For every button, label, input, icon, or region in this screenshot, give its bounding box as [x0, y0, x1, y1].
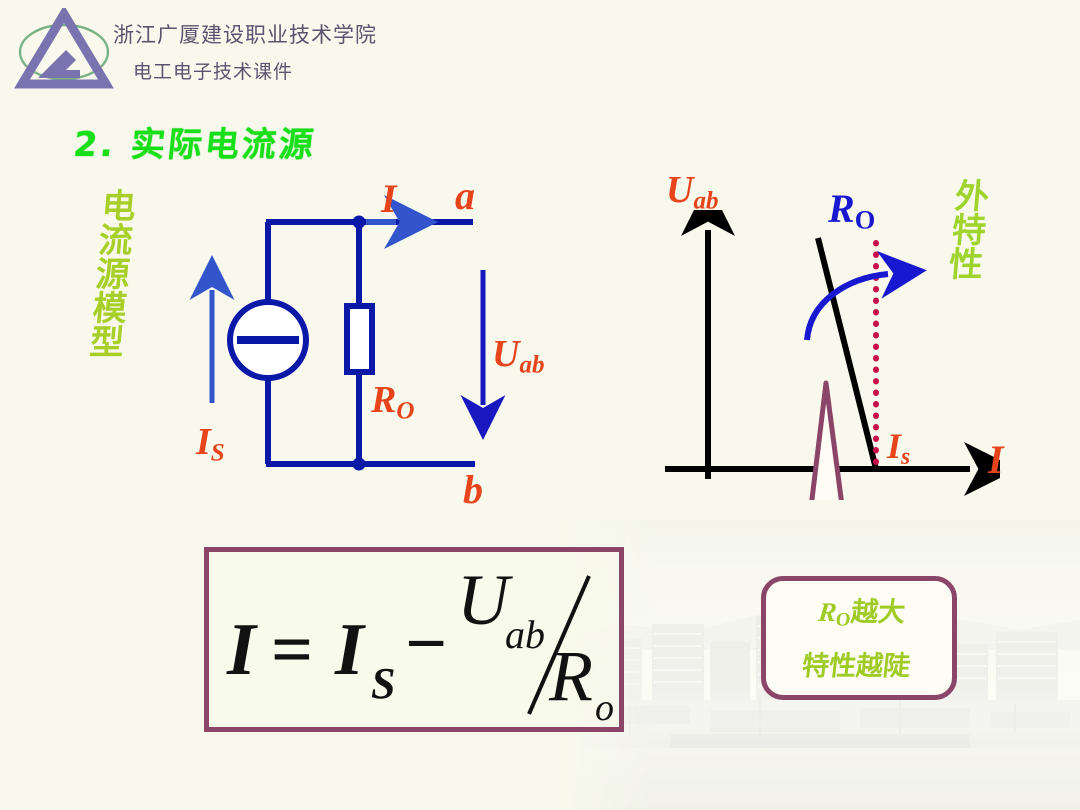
node-dot-bottom [352, 457, 366, 471]
label-voltage-uab-main: U [492, 333, 520, 375]
label-current-I-text: I [381, 176, 397, 221]
callout-pointer-tail [809, 380, 844, 500]
formula-minus: − [405, 603, 447, 685]
callout-text: RO越大 特性越陡 [761, 589, 958, 690]
label-current-I: I [381, 175, 397, 222]
label-source-current-is-sub: S [210, 439, 225, 467]
label-source-current-is-main: I [196, 421, 211, 463]
callout-line-1-rest: 越大 [849, 597, 907, 628]
graph-y-axis-label: Uab [666, 168, 719, 215]
graph-x-axis-label: I [988, 436, 1004, 483]
formula-expression: I = I S − U ab R o [226, 560, 614, 727]
label-terminal-a-text: a [455, 173, 475, 218]
left-vertical-label: 电流源模型 [78, 188, 140, 368]
formula-slash [527, 575, 591, 715]
label-resistance-ro-sub: O [396, 397, 415, 425]
label-terminal-a: a [455, 172, 475, 219]
slope-trend-arrow-icon [804, 250, 927, 341]
callout-bubble: RO越大 特性越陡 [761, 576, 957, 700]
current-source-circuit-diagram [189, 195, 506, 471]
slide-header: 浙江广厦建设职业技术学院 电工电子技术课件 [0, 0, 1080, 100]
label-terminal-b-text: b [463, 467, 483, 512]
formula-denominator: R [548, 636, 593, 716]
label-source-current-is: IS [196, 420, 225, 467]
formula-term1-sub: S [371, 659, 395, 708]
graph-is-label-main: I [887, 426, 902, 466]
label-resistance-ro: RO [371, 378, 414, 425]
left-vertical-label-text: 电流源模型 [82, 188, 137, 358]
graph-ro-label: RO [828, 185, 875, 236]
graph-y-axis-label-main: U [666, 169, 694, 211]
formula-term1: I [334, 609, 366, 691]
graph-is-label: Is [887, 425, 910, 471]
graph-x-axis-label-text: I [988, 437, 1004, 482]
graph-y-axis-label-sub: ab [693, 187, 719, 215]
page-title: 2. 实际电流源 [71, 125, 319, 165]
institution-name: 浙江广厦建设职业技术学院 [113, 23, 377, 47]
node-dot-top [352, 215, 366, 229]
institution-logo-icon [14, 8, 114, 89]
callout-line-1: RO越大 [766, 589, 958, 644]
formula-box: I = I S − U ab R o [204, 547, 624, 732]
label-resistance-ro-main: R [371, 379, 397, 421]
callout-line-2: 特性越陡 [800, 650, 912, 682]
formula-equals: = [271, 609, 313, 691]
formula-lhs: I [226, 609, 258, 691]
formula-numerator-sub: ab [505, 612, 545, 657]
resistor-icon [344, 303, 375, 375]
label-terminal-b: b [463, 466, 483, 513]
graph-is-label-sub: s [901, 443, 911, 470]
characteristic-line [815, 237, 879, 470]
graph-ro-label-sub: O [854, 204, 876, 235]
formula-denominator-sub: o [595, 687, 614, 727]
label-voltage-uab-sub: ab [519, 351, 545, 379]
external-characteristic-graph [665, 210, 1000, 500]
course-name: 电工电子技术课件 [133, 61, 294, 83]
label-voltage-uab: Uab [492, 332, 545, 379]
formula-numerator: U [457, 560, 513, 640]
graph-ro-label-main: R [828, 186, 855, 231]
